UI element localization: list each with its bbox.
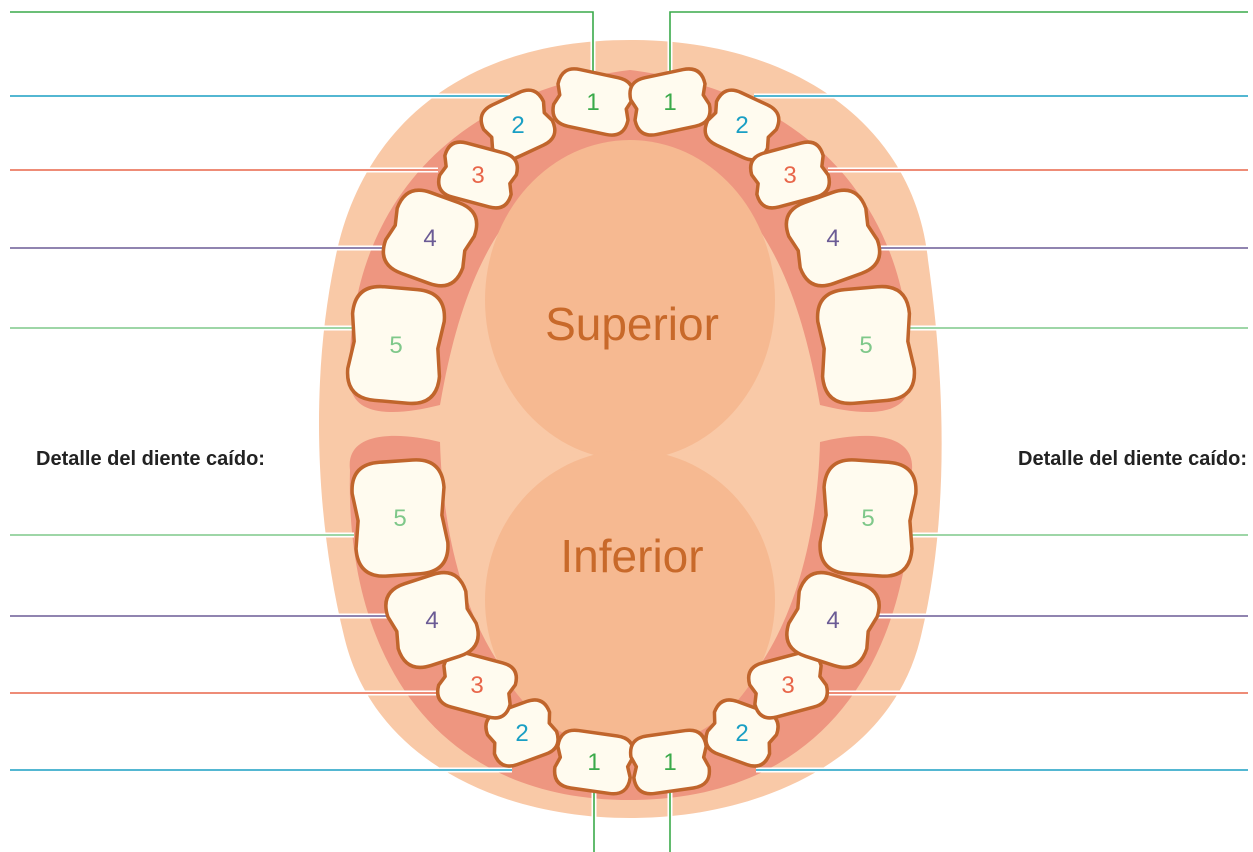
tooth-number-lower_right-2: 2 [735,720,748,747]
tooth-lower_right-5[interactable]: 5 [818,458,918,578]
tooth-number-upper_right-3: 3 [783,162,796,189]
tooth-number-upper_right-4: 4 [826,225,839,252]
tooth-upper_right-5[interactable]: 5 [815,284,917,406]
tooth-number-lower_left-2: 2 [515,720,528,747]
tooth-number-lower_left-3: 3 [470,672,483,699]
tooth-number-upper_left-1: 1 [586,89,599,116]
tooth-number-lower_right-5: 5 [861,505,874,532]
tooth-number-upper_right-5: 5 [859,332,872,359]
tooth-number-upper_left-5: 5 [389,332,402,359]
tooth-number-upper_left-2: 2 [511,112,524,139]
tooth-number-lower_left-1: 1 [587,749,600,776]
lower-jaw-label: Inferior [560,530,703,582]
tooth-number-lower_left-4: 4 [425,607,438,634]
tooth-number-lower_left-5: 5 [393,505,406,532]
tooth-number-lower_right-4: 4 [826,607,839,634]
tooth-lower_left-1[interactable]: 1 [552,728,635,796]
tooth-number-upper_left-4: 4 [423,225,436,252]
tooth-number-upper_right-1: 1 [663,89,676,116]
caption-left: Detalle del diente caído: [36,448,265,471]
tooth-number-upper_right-2: 2 [735,112,748,139]
tooth-upper_left-5[interactable]: 5 [345,284,447,406]
tooth-number-lower_right-1: 1 [663,749,676,776]
tooth-number-upper_left-3: 3 [471,162,484,189]
tooth-lower_left-5[interactable]: 5 [350,458,450,578]
upper-jaw-label: Superior [545,298,719,350]
tooth-lower_right-1[interactable]: 1 [628,728,711,796]
caption-right: Detalle del diente caído: [1018,448,1247,471]
tooth-number-lower_right-3: 3 [781,672,794,699]
